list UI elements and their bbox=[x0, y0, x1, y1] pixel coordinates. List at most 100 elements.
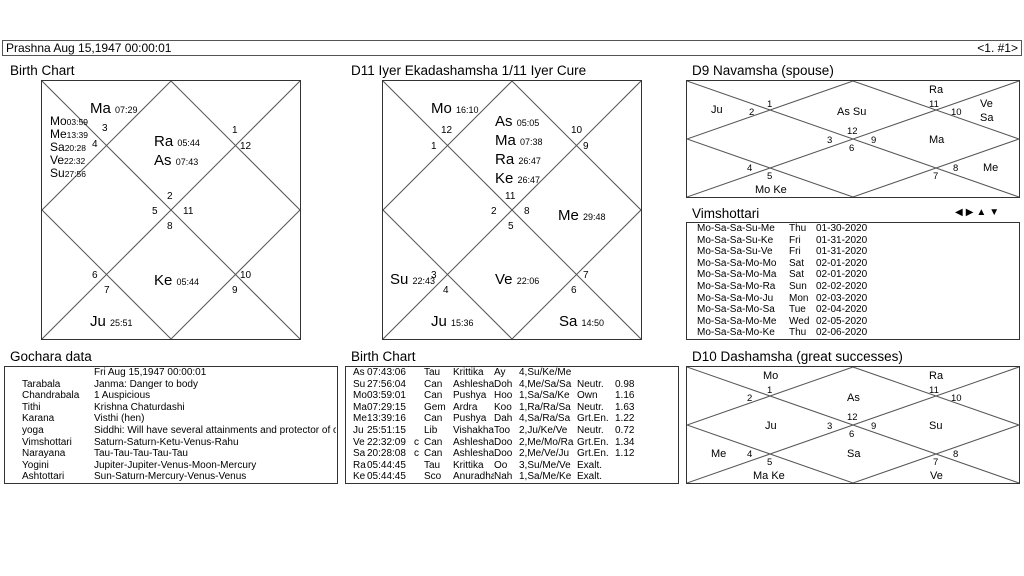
sign: Can bbox=[424, 436, 443, 448]
dasha-date: 02-06-2020 bbox=[816, 327, 868, 339]
d10-planet: Ma Ke bbox=[753, 470, 785, 482]
longitude: 22:32:09 bbox=[367, 436, 406, 448]
svg-text:Sa 14:50: Sa 14:50 bbox=[559, 313, 604, 330]
dignity: Grt.En. bbox=[577, 413, 609, 425]
dasha-period: Mo-Sa-Sa-Mo-Ma bbox=[697, 269, 777, 281]
planet-degree: 15:36 bbox=[451, 318, 474, 328]
gochara-value: Krishna Chaturdashi bbox=[94, 401, 185, 413]
dasha-date: 02-02-2020 bbox=[816, 280, 868, 292]
combust bbox=[414, 425, 424, 437]
d11-chart[interactable]: 12 1 10 9 11 2 8 5 3 4 7 6 Mo 16:10 As 0… bbox=[382, 80, 642, 340]
house-number: 11 bbox=[505, 191, 516, 202]
syllable: Too bbox=[494, 424, 511, 436]
d10-planet: Me bbox=[711, 448, 726, 460]
d10-chart[interactable]: Mo Ra 2 1 As 11 10 Ju 3 12 6 9 Su Me 4 5… bbox=[686, 366, 1020, 484]
strength: 1.16 bbox=[615, 390, 635, 402]
nakshatra: Anuradha bbox=[453, 471, 494, 483]
house-number: 4 bbox=[747, 163, 752, 174]
house-number: 3 bbox=[431, 270, 437, 281]
longitude: 05:44:45 bbox=[367, 471, 406, 483]
dasha-date: 01-31-2020 bbox=[816, 234, 868, 246]
dasha-date: 02-01-2020 bbox=[816, 269, 868, 281]
house-number: 12 bbox=[240, 141, 252, 152]
svg-text:As 05:05: As 05:05 bbox=[495, 113, 539, 130]
dasha-period: Mo-Sa-Sa-Mo-Ju bbox=[697, 292, 774, 304]
house-number: 3 bbox=[827, 135, 832, 146]
combust bbox=[414, 390, 424, 402]
d10-planet: Ju bbox=[765, 420, 777, 432]
house-number: 3 bbox=[827, 421, 832, 432]
planet-degree: 22:43 bbox=[413, 276, 436, 286]
birth-chart[interactable]: 3 4 1 12 2 5 11 8 6 7 10 9 Ma 07:29 Mo03… bbox=[41, 80, 301, 340]
combust bbox=[414, 402, 424, 414]
vimshottari-nav-arrows[interactable]: ◀▶▲▼ bbox=[955, 207, 1003, 218]
chart-nav-button[interactable]: <1. #1> bbox=[977, 41, 1018, 55]
nakshatra: Ashlesha bbox=[453, 378, 494, 390]
syllable: Dah bbox=[494, 413, 513, 425]
pada-lords: 4,Me/Sa/Sa bbox=[519, 378, 572, 390]
house-number: 8 bbox=[524, 206, 530, 217]
house-number: 1 bbox=[232, 125, 238, 136]
sign: Can bbox=[424, 413, 443, 425]
dasha-period: Mo-Sa-Sa-Su-Me bbox=[697, 223, 775, 234]
gochara-value: Siddhi: Will have several attainments an… bbox=[94, 424, 336, 436]
pada-lords: 2,Me/Ve/Ju bbox=[519, 448, 570, 460]
d9-planet: Ve bbox=[980, 98, 993, 110]
strength: 1.22 bbox=[615, 413, 635, 425]
nakshatra: Ashlesha bbox=[453, 448, 494, 460]
d10-chart-grid: Mo Ra 2 1 As 11 10 Ju 3 12 6 9 Su Me 4 5… bbox=[686, 366, 1020, 484]
pada-lords: 3,Su/Me/Ve bbox=[519, 459, 571, 471]
strength bbox=[615, 367, 645, 379]
dasha-weekday: Thu bbox=[789, 223, 807, 234]
planet-as: As bbox=[154, 152, 172, 169]
longitude: 07:43:06 bbox=[367, 367, 406, 378]
syllable: Ay bbox=[494, 367, 506, 378]
combust bbox=[414, 460, 424, 472]
svg-text:Ma 07:38: Ma 07:38 bbox=[495, 132, 543, 149]
longitude: 25:51:15 bbox=[367, 424, 406, 436]
planet-mo: Mo bbox=[431, 100, 452, 117]
d9-chart[interactable]: Ju 2 1 As Su Ra 11 10 Ve Sa 3 12 6 9 Ma … bbox=[686, 80, 1020, 198]
table-row[interactable]: Tithi Krishna Chaturdashi bbox=[22, 402, 337, 414]
dignity: Own bbox=[577, 390, 598, 402]
d10-planet: Ve bbox=[930, 470, 943, 482]
house-number: 2 bbox=[491, 206, 497, 217]
sign: Gem bbox=[424, 401, 446, 413]
planet-sa: Sa bbox=[50, 140, 65, 154]
planet-degree: 20:28 bbox=[65, 143, 87, 153]
birth-chart-grid: 3 4 1 12 2 5 11 8 6 7 10 9 Ma 07:29 Mo03… bbox=[41, 80, 301, 340]
planet-su: Su bbox=[50, 166, 65, 180]
gochara-key: Tithi bbox=[22, 401, 41, 413]
